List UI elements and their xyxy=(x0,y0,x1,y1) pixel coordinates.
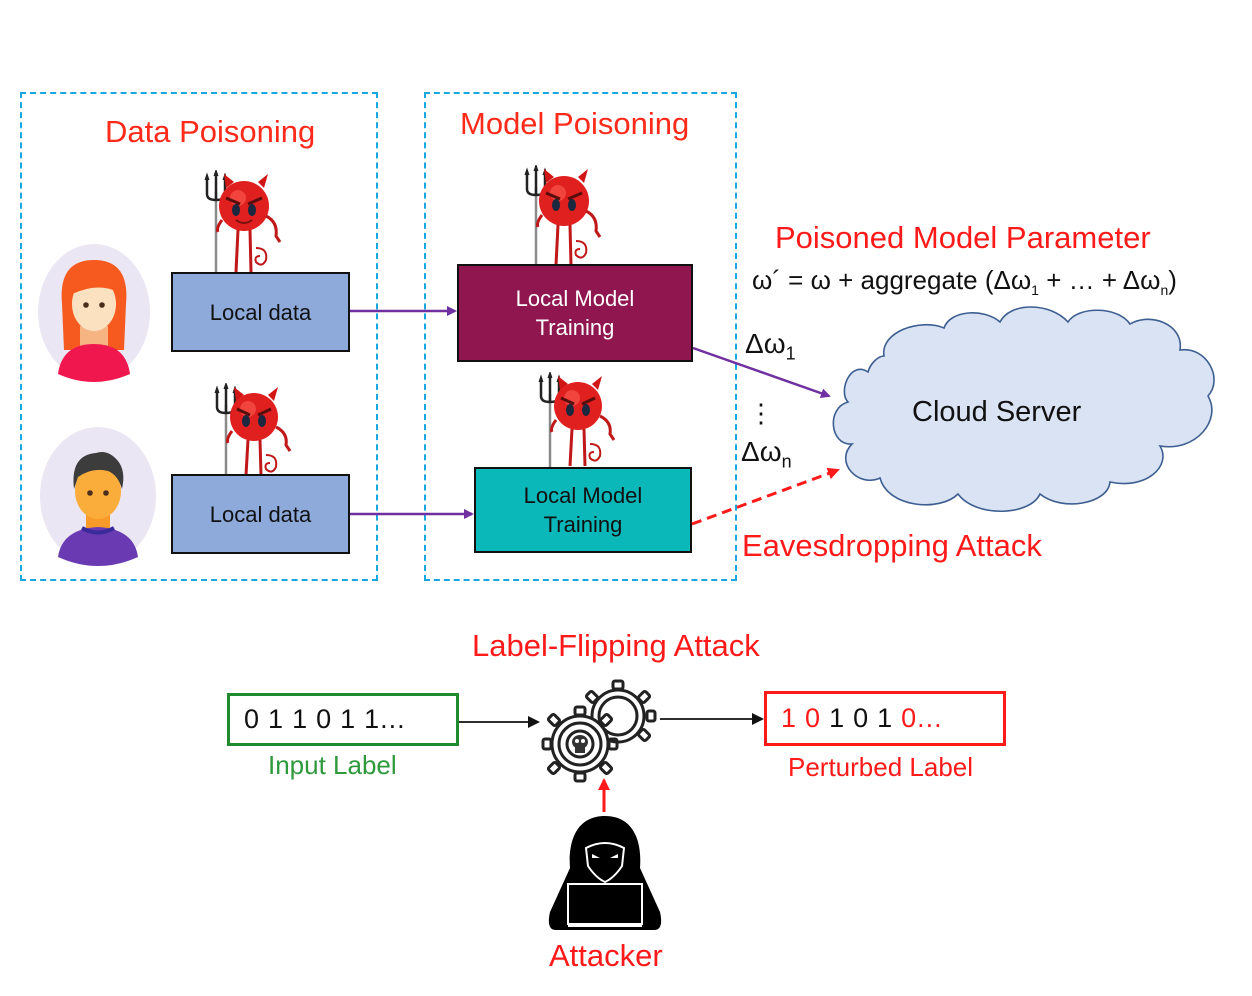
data-poisoning-title: Data Poisoning xyxy=(105,114,316,149)
formula-mid: + … + Δω xyxy=(1038,265,1161,295)
formula-lhs: ω´ = ω + aggregate (Δω xyxy=(752,265,1032,295)
flipped-bit: 1 xyxy=(781,703,798,733)
local-data-box-2: Local data xyxy=(171,474,350,554)
cloud-server-shape xyxy=(832,306,1215,512)
training-label-line1: Local Model xyxy=(515,286,635,311)
poisoned-gears-icon xyxy=(541,679,657,783)
delta-omega: Δω xyxy=(745,328,786,359)
input-bit: 0 xyxy=(244,704,261,734)
local-model-training-clean: Local Model Training xyxy=(474,467,692,553)
update-delta-1: Δω1 xyxy=(745,328,796,365)
training-label-line1: Local Model xyxy=(523,483,643,508)
devil-icon xyxy=(524,165,602,267)
local-data-box-1: Local data xyxy=(171,272,350,352)
flipped-bit: 0... xyxy=(901,703,943,733)
input-label-caption: Input Label xyxy=(268,750,397,780)
arrow-update-to-server xyxy=(692,346,831,399)
local-data-label: Local data xyxy=(209,299,312,325)
delta-sub: 1 xyxy=(785,343,796,364)
local-model-training-poisoned: Local Model Training xyxy=(457,264,693,362)
skull-icon xyxy=(572,735,588,753)
eavesdropping-attack-label: Eavesdropping Attack xyxy=(742,528,1042,563)
input-bit: 1... xyxy=(364,704,406,734)
aggregation-formula: ω´ = ω + aggregate (Δω1 + … + Δωn) xyxy=(752,265,1177,298)
cloud-server-label: Cloud Server xyxy=(912,396,1082,428)
model-poisoning-panel xyxy=(424,92,737,581)
attacker-label: Attacker xyxy=(549,938,663,973)
training-label-line2: Training xyxy=(535,315,615,340)
perturbed-label-caption: Perturbed Label xyxy=(788,752,974,782)
woman-avatar xyxy=(38,244,150,382)
data-poisoning-panel xyxy=(20,92,378,581)
model-poisoning-title: Model Poisoning xyxy=(460,106,690,141)
devil-icon xyxy=(214,383,292,477)
training-label-line2: Training xyxy=(543,512,623,537)
unchanged-bit: 1 xyxy=(829,703,846,733)
input-bit: 0 xyxy=(316,704,333,734)
input-bit: 1 xyxy=(292,704,309,734)
hooded-attacker-icon xyxy=(548,816,662,930)
update-delta-n: Δωn xyxy=(741,436,792,473)
local-data-label: Local data xyxy=(209,501,312,527)
flipped-bit: 0 xyxy=(805,703,822,733)
unchanged-bit: 1 xyxy=(877,703,894,733)
formula-end: ) xyxy=(1168,265,1177,295)
formula-sub-1: 1 xyxy=(1031,282,1039,299)
arrow-eavesdrop xyxy=(691,467,840,526)
poisoned-model-parameter-title: Poisoned Model Parameter xyxy=(775,220,1151,255)
formula-sub-n: n xyxy=(1160,282,1169,299)
label-flipping-title: Label-Flipping Attack xyxy=(472,628,760,663)
updates-ellipsis: ⋮ xyxy=(748,398,774,428)
input-bit: 1 xyxy=(340,704,357,734)
unchanged-bit: 0 xyxy=(853,703,870,733)
delta-sub: n xyxy=(781,451,792,472)
input-bit: 1 xyxy=(268,704,285,734)
devil-icon xyxy=(204,170,282,274)
delta-omega: Δω xyxy=(741,436,782,467)
man-avatar xyxy=(40,427,156,566)
devil-icon xyxy=(538,372,616,468)
